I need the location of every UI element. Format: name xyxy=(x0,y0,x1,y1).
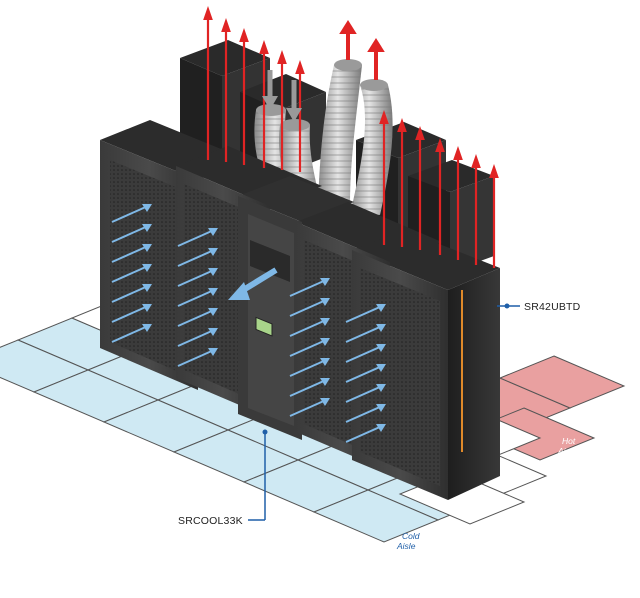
cold-aisle-label-line2: Aisle xyxy=(396,541,416,551)
cold-air-arrowhead xyxy=(320,298,330,306)
callout-rack: SR42UBTD xyxy=(497,301,581,313)
cold-air-arrow xyxy=(345,425,383,443)
hot-air-arrowhead xyxy=(259,40,269,54)
cold-air-arrow xyxy=(111,225,149,243)
cold-air-arrowhead xyxy=(208,308,218,316)
hot-aisle-label-line2: Aisle xyxy=(557,446,577,456)
cold-air-arrow xyxy=(111,245,149,263)
cold-air-arrow xyxy=(345,405,383,423)
cold-air-arrowhead xyxy=(208,348,218,356)
cold-aisle-tile xyxy=(312,489,440,543)
cold-air-arrow xyxy=(177,349,215,367)
cold-air-arrow xyxy=(111,325,149,343)
hot-air-arrowhead xyxy=(339,20,357,34)
cold-air-arrow xyxy=(177,269,215,287)
cold-air-arrowhead xyxy=(376,304,386,312)
hot-air-arrowhead xyxy=(453,146,463,160)
cold-air-arrow xyxy=(345,325,383,343)
cold-air-arrowhead xyxy=(376,344,386,352)
hot-air-arrowhead xyxy=(397,118,407,132)
hot-air-arrowhead xyxy=(471,154,481,168)
cold-air-arrow xyxy=(177,329,215,347)
cold-air-arrow xyxy=(289,319,327,337)
cold-air-arrow xyxy=(177,289,215,307)
cold-air-arrow xyxy=(111,265,149,283)
cold-air-arrow xyxy=(289,299,327,317)
cold-air-arrowhead xyxy=(320,398,330,406)
cold-air-arrowhead xyxy=(142,304,152,312)
cold-air-arrow xyxy=(177,309,215,327)
cold-air-arrow xyxy=(289,379,327,397)
cold-air-arrow xyxy=(111,285,149,303)
hot-aisle-tile xyxy=(498,355,626,409)
cold-air-arrowhead xyxy=(376,324,386,332)
hot-air-arrowhead xyxy=(221,18,231,32)
cold-aisle-tiles xyxy=(0,317,494,543)
hot-air-arrowhead xyxy=(367,38,385,52)
cold-air-arrows xyxy=(111,204,386,443)
cold-air-arrowhead xyxy=(142,224,152,232)
cold-air-arrowhead xyxy=(376,384,386,392)
cold-air-arrow xyxy=(345,345,383,363)
cold-air-arrowhead xyxy=(320,278,330,286)
rack-cabinet-4 xyxy=(352,250,500,500)
cooler-display xyxy=(255,316,273,337)
cold-air-arrowhead xyxy=(320,378,330,386)
cold-air-arrow xyxy=(345,305,383,323)
cold-air-arrow xyxy=(289,399,327,417)
cooler-model-label: SRCOOL33K xyxy=(178,515,243,527)
hot-air-arrowhead xyxy=(435,138,445,152)
cold-air-arrowhead xyxy=(320,338,330,346)
hot-air-arrowhead xyxy=(379,110,389,124)
cold-air-arrowhead xyxy=(142,324,152,332)
hot-air-arrowhead xyxy=(415,126,425,140)
rack-row xyxy=(100,40,500,500)
cold-air-arrow xyxy=(111,305,149,323)
cold-air-arrowhead xyxy=(208,288,218,296)
cold-air-arrowhead xyxy=(142,264,152,272)
cold-air-arrow xyxy=(289,279,327,297)
cold-air-arrow xyxy=(111,205,149,223)
cold-air-arrowhead xyxy=(376,424,386,432)
hot-air-arrowhead xyxy=(239,28,249,42)
cold-air-arrowhead xyxy=(142,204,152,212)
cold-air-arrowhead xyxy=(208,328,218,336)
cold-aisle-label: Cold Aisle xyxy=(396,531,420,551)
cold-air-arrow xyxy=(177,249,215,267)
cold-aisle-label-line1: Cold xyxy=(402,531,420,541)
cold-air-arrowhead xyxy=(208,228,218,236)
rack-tops xyxy=(100,120,500,290)
rack-model-label: SR42UBTD xyxy=(524,301,581,313)
cooler-intake-arrowhead xyxy=(228,282,250,300)
cold-air-arrowhead xyxy=(208,268,218,276)
cold-air-arrow xyxy=(345,365,383,383)
cold-air-arrowhead xyxy=(142,284,152,292)
hot-air-arrowhead xyxy=(489,164,499,178)
cold-air-arrowhead xyxy=(376,364,386,372)
in-row-cooling-unit xyxy=(238,196,302,440)
hot-air-arrowhead xyxy=(295,60,305,74)
cold-air-arrow xyxy=(289,359,327,377)
hot-air-arrowhead xyxy=(203,6,213,20)
cold-air-arrowhead xyxy=(320,358,330,366)
callout-cooler: SRCOOL33K xyxy=(178,429,268,527)
cold-air-arrow xyxy=(289,339,327,357)
return-air-arrows xyxy=(262,70,302,122)
hot-aisle-label: Hot Aisle xyxy=(557,436,577,456)
cold-air-arrowhead xyxy=(376,404,386,412)
hot-air-arrows xyxy=(203,6,499,268)
hot-aisle-label-line1: Hot xyxy=(562,436,576,446)
hot-air-arrowhead xyxy=(277,50,287,64)
cold-air-arrow xyxy=(177,229,215,247)
cold-air-arrow xyxy=(345,385,383,403)
cold-air-arrowhead xyxy=(320,318,330,326)
cold-air-arrowhead xyxy=(142,244,152,252)
cold-air-arrowhead xyxy=(208,248,218,256)
